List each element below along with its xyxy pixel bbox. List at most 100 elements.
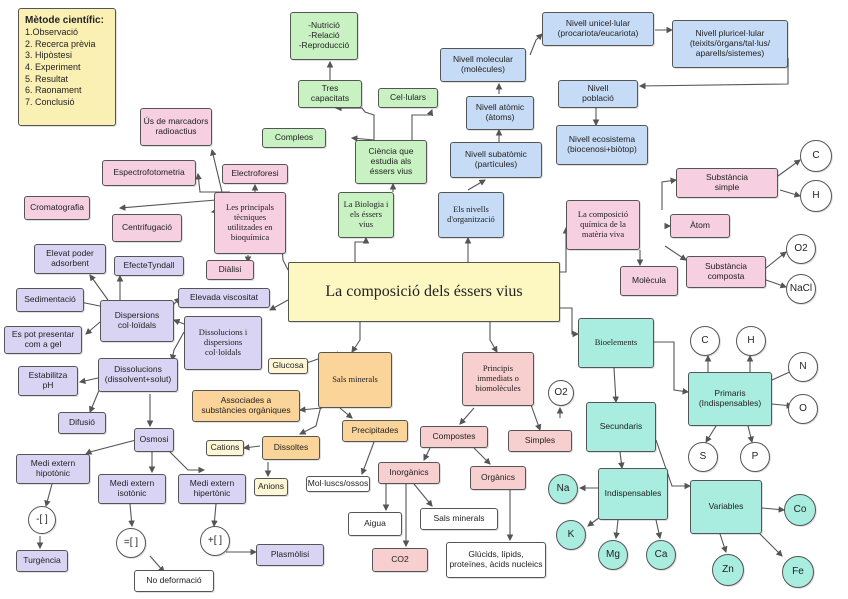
primary-bioelements-node[interactable]: Primaris (Indispensables) [688,372,772,426]
edge-inorg-sals [413,483,433,507]
complex-node[interactable]: Compleos [262,128,326,148]
element-na-node[interactable]: Na [548,474,578,504]
solutions-dispersions-node[interactable]: Dissolucions i dispersions col·loïdals [184,316,262,370]
subatomic-level-node[interactable]: Nivell subatòmic (partícules) [450,142,542,178]
primary-n-node[interactable]: N [788,352,818,382]
molecular-level-node[interactable]: Nivell molecular (molècules) [440,48,526,82]
primary-o-node[interactable]: O [788,394,818,424]
electrophoresis-node[interactable]: Electroforesi [222,164,288,184]
o2-compound-node[interactable]: O2 [786,234,816,264]
variable-bioelements-node[interactable]: Variables [690,480,762,534]
techniques-node[interactable]: Les principals tècniques utilitzades en … [214,192,286,254]
hypertonic-node[interactable]: Medi extern hipertònic [178,474,246,504]
diffusion-node[interactable]: Difusió [58,412,106,434]
co2-node[interactable]: CO2 [372,548,428,572]
solutions-node[interactable]: Dissolucions (dissolvent+solut) [98,358,178,392]
method-step: 5. Resultat [25,73,69,84]
isotonic-node[interactable]: Medi extern isotònic [98,474,166,504]
organization-levels-node[interactable]: Els nivells d'organització [438,192,504,238]
simple-substance-node[interactable]: Substància simple [676,168,778,198]
edge-dissdisp-dissolucions [169,331,185,362]
element-co-node[interactable]: Co [784,494,816,526]
bioelements-node[interactable]: Bioelements [578,318,654,368]
sedimentation-node[interactable]: Sedimentació [16,288,84,312]
simple-node[interactable]: Simples [508,430,572,452]
molluscs-bones-node[interactable]: Mol·luscs/ossos [306,476,370,492]
gel-node[interactable]: Es pot presentar com a gel [4,326,82,354]
biology-node[interactable]: La Biologia i els éssers vius [338,192,394,238]
osmosis-node[interactable]: Osmosi [134,428,174,452]
edge-ciencia-capacitats [334,104,375,140]
mineral-salts-2-node[interactable]: Sals minerals [420,508,498,530]
edge-disp-gel [85,321,101,335]
nacl-node[interactable]: NaCl [786,274,816,304]
anions-node[interactable]: Anions [254,478,288,496]
method-step: 4. Experiment [25,62,81,73]
central-topic-node[interactable]: La composició dels éssers vius [288,262,560,322]
edge-simple-c [777,159,801,177]
element-k-node[interactable]: K [556,520,586,550]
functions-node[interactable]: -Nutrició -Relació -Reproducció [290,12,358,60]
turgescence-node[interactable]: Turgència [16,550,68,572]
dialysis-node[interactable]: Diàlisi [206,260,254,280]
cellular-node[interactable]: Cel·lulars [378,88,438,108]
ecosystem-level-node[interactable]: Nivell ecosistema (biocenosi+biòtop) [556,125,648,165]
organic-node[interactable]: Orgànics [470,466,526,490]
element-zn-node[interactable]: Zn [712,554,744,586]
element-c-node[interactable]: C [800,140,832,172]
organic-associated-node[interactable]: Associades a substàncies orgàniques [192,390,300,422]
adsorbent-power-node[interactable]: Elevat poder adsorbent [34,244,106,274]
atom-node[interactable]: Àtom [670,214,730,238]
water-node[interactable]: Aigua [348,512,402,536]
edge-simple-h [779,189,802,198]
mineral-salts-node[interactable]: Sals minerals [318,352,392,408]
element-mg-node[interactable]: Mg [598,540,628,570]
three-capacities-node[interactable]: Tres capacitats [298,80,362,108]
biomolecules-node[interactable]: Principis immediats o biomolècules [462,352,534,406]
primary-s-node[interactable]: S [688,442,718,472]
dissolved-node[interactable]: Dissoltes [262,436,320,460]
edge-central-sals [351,322,361,353]
radioactive-markers-node[interactable]: Ús de marcadors radioactius [140,108,212,146]
indispensable-node[interactable]: Indispensables [598,468,668,520]
multicellular-level-node[interactable]: Nivell pluricel·lular (teixits/òrgans/ta… [672,20,788,68]
secondary-bioelements-node[interactable]: Secundaris [586,402,656,452]
primary-p-node[interactable]: P [740,442,770,472]
element-ca-node[interactable]: Ca [646,540,676,570]
science-node[interactable]: Ciència que estudia als éssers vius [355,140,427,184]
scientific-method-title: Mètode científic: [25,15,104,26]
primary-h-node[interactable]: H [736,326,766,356]
chromatography-node[interactable]: Cromatografia [24,196,90,220]
edge-indisp-mg [613,519,620,540]
inorganic-node[interactable]: Inorgànics [378,462,440,484]
biomolecules-list-node[interactable]: Glúcids, lípids, proteïnes, àcids nuclei… [446,542,546,578]
plasmolysis-node[interactable]: Plasmòlisi [256,544,324,566]
molecule-node[interactable]: Molècula [620,266,678,296]
colloidal-dispersions-node[interactable]: Dispersions col·loïdals [100,300,174,342]
ph-stabilizer-node[interactable]: Estabilitza pH [18,366,78,396]
edge-bio-secundaris [612,367,619,404]
hypotonic-node[interactable]: Medi extern hipotònic [16,454,90,484]
tyndall-effect-node[interactable]: EfecteTyndall [114,256,184,276]
atomic-level-node[interactable]: Nivell atòmic (àtoms) [466,96,534,130]
chemical-composition-node[interactable]: La composició química de la matèria viva [566,200,640,250]
precipitated-node[interactable]: Precipitades [342,420,408,442]
compounds-node[interactable]: Compostes [420,426,488,448]
element-fe-node[interactable]: Fe [782,556,814,588]
glucose-node[interactable]: Glucosa [268,358,308,374]
centrifugation-node[interactable]: Centrifugació [112,214,182,242]
edge-central-biologia [354,236,370,262]
unicellular-level-node[interactable]: Nivell unicel·lular (procariota/eucariot… [542,12,654,46]
population-level-node[interactable]: Nivell població [558,80,638,108]
cations-node[interactable]: Cations [206,440,244,456]
compound-substance-node[interactable]: Substància composta [686,256,766,288]
o2-simple-node[interactable]: O2 [548,380,574,406]
spectrophotometry-node[interactable]: Espectrofotometria [102,160,196,186]
edge-compostes-inorganics [423,447,431,461]
primary-c-node[interactable]: C [690,326,720,356]
edge-central-bioelements [560,307,580,338]
no-deformation-node[interactable]: No deformació [134,570,214,592]
edge-var-fe [759,533,783,557]
element-h-node[interactable]: H [800,180,832,212]
viscosity-node[interactable]: Elevada viscositat [178,288,270,308]
